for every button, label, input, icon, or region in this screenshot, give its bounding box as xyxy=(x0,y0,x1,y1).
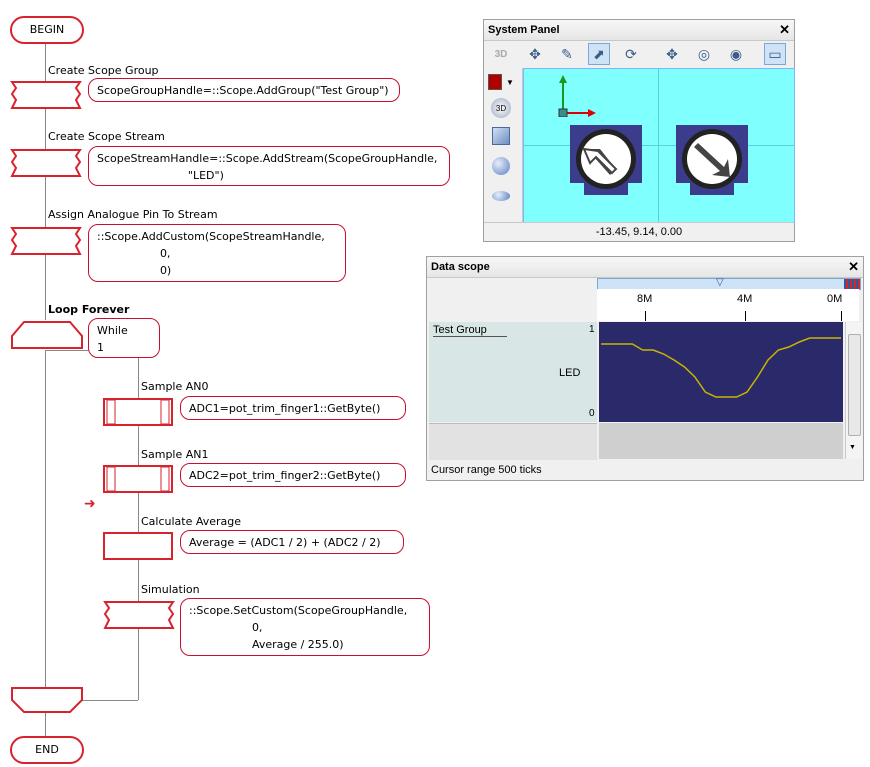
y-min-label: 0 xyxy=(589,408,595,419)
3d-view-button[interactable]: 3D xyxy=(488,96,514,120)
plot-background xyxy=(599,322,843,422)
tick-ruler: 8M 4M 0M xyxy=(597,289,859,321)
sphere-shape xyxy=(492,157,510,175)
calc-block[interactable] xyxy=(10,80,82,110)
panel-header: System Panel ✕ xyxy=(484,20,794,41)
calc-block[interactable] xyxy=(103,532,173,560)
orbit-icon[interactable]: ◎ xyxy=(697,45,711,62)
loop-block[interactable] xyxy=(10,320,84,350)
system-panel: System Panel ✕ 3D ✥ ✎ ⬈ ⟳ ✥ ◎ ◉ ▭ ▼ 3D xyxy=(483,19,795,242)
step-label: Sample AN0 xyxy=(141,380,209,393)
coordinates-readout: -13.45, 9.14, 0.00 xyxy=(484,222,794,242)
panel-header: Data scope ✕ xyxy=(427,257,863,278)
tick-mark xyxy=(841,311,842,321)
component-macro-block[interactable] xyxy=(103,398,173,426)
timeline-end-marker xyxy=(844,279,860,289)
y-max-label: 1 xyxy=(589,324,595,335)
code-bubble: ScopeGroupHandle=::Scope.AddGroup("Test … xyxy=(88,78,400,102)
code-bubble: ADC1=pot_trim_finger1::GetByte() xyxy=(180,396,406,420)
series-line-led xyxy=(601,337,841,398)
code-bubble: Average = (ADC1 / 2) + (ADC2 / 2) xyxy=(180,530,404,554)
cursor-marker-icon[interactable]: ▽ xyxy=(716,277,724,288)
knob-icon xyxy=(676,129,748,195)
side-toolbar: ▼ 3D xyxy=(484,68,523,222)
close-icon[interactable]: ✕ xyxy=(848,259,859,274)
vertical-scrollbar[interactable]: ▼ xyxy=(845,322,862,459)
tick-label: 0M xyxy=(827,293,843,305)
camera-icon[interactable]: ◉ xyxy=(729,45,743,62)
end-label: END xyxy=(35,743,59,756)
chevron-down-icon: ▼ xyxy=(506,77,514,87)
empty-plot-row xyxy=(599,423,843,459)
step-label: Calculate Average xyxy=(141,515,242,528)
empty-row xyxy=(429,423,597,460)
step-label: Create Scope Stream xyxy=(48,130,165,143)
trim-pot-1[interactable] xyxy=(570,125,642,195)
toolbar: 3D ✥ ✎ ⬈ ⟳ ✥ ◎ ◉ ▭ xyxy=(484,41,794,67)
code-bubble: ::Scope.SetCustom(ScopeGroupHandle, 0, A… xyxy=(180,598,430,656)
sphere-3d-icon: 3D xyxy=(491,98,511,118)
arrow-right-icon: ➜ xyxy=(84,496,96,512)
scroll-down-icon[interactable]: ▼ xyxy=(849,444,856,451)
select-icon[interactable]: ⬈ xyxy=(588,43,610,65)
code-bubble: ::Scope.AddCustom(ScopeStreamHandle, 0, … xyxy=(88,224,346,282)
loop-label: Loop Forever xyxy=(48,303,130,316)
close-icon[interactable]: ✕ xyxy=(779,22,790,37)
group-label-area: Test Group LED 1 0 xyxy=(429,322,597,422)
color-swatch[interactable]: ▼ xyxy=(488,70,514,94)
stream-name[interactable]: LED xyxy=(559,367,581,379)
calc-block[interactable] xyxy=(10,226,82,256)
tick-mark xyxy=(745,311,746,321)
loop-connector xyxy=(138,350,139,700)
grid-line xyxy=(524,145,794,146)
data-scope-panel: Data scope ✕ ▽ 8M 4M 0M Test Group LED 1… xyxy=(426,256,864,481)
ellipse-icon[interactable] xyxy=(488,184,514,208)
scope-plot[interactable] xyxy=(599,322,843,422)
step-label: Assign Analogue Pin To Stream xyxy=(48,208,218,221)
flow-connector xyxy=(45,712,46,736)
step-label: Sample AN1 xyxy=(141,448,209,461)
panel-title: System Panel xyxy=(488,24,560,36)
sphere-icon[interactable] xyxy=(488,154,514,178)
axis-gizmo-icon xyxy=(558,75,596,117)
rotate-icon[interactable]: ⟳ xyxy=(625,45,637,62)
tick-label: 8M xyxy=(637,293,653,305)
trim-pot-2[interactable] xyxy=(676,125,748,195)
tick-label: 4M xyxy=(737,293,753,305)
panel-title: Data scope xyxy=(431,261,490,273)
tick-mark xyxy=(645,311,646,321)
scrollbar-thumb[interactable] xyxy=(848,334,861,436)
3d-toggle-button[interactable]: 3D xyxy=(494,48,508,60)
step-label: Create Scope Group xyxy=(48,64,159,77)
component-macro-block[interactable] xyxy=(103,465,173,493)
move-icon[interactable]: ✥ xyxy=(529,45,541,62)
code-bubble: ADC2=pot_trim_finger2::GetByte() xyxy=(180,463,406,487)
calc-block[interactable] xyxy=(103,600,175,630)
begin-terminal[interactable]: BEGIN xyxy=(10,16,84,44)
loop-end-block[interactable] xyxy=(10,686,84,714)
view-icon[interactable]: ▭ xyxy=(764,43,786,65)
cube-icon[interactable] xyxy=(488,124,514,148)
pencil-icon[interactable]: ✎ xyxy=(561,45,573,62)
calc-block[interactable] xyxy=(10,148,82,178)
3d-viewport[interactable] xyxy=(523,68,795,223)
pan-icon[interactable]: ✥ xyxy=(666,45,678,62)
loop-connector xyxy=(80,700,138,701)
flow-connector xyxy=(45,350,46,690)
knob-icon xyxy=(570,129,642,195)
status-text: Cursor range 500 ticks xyxy=(431,464,542,476)
flow-connector xyxy=(45,40,46,320)
group-name[interactable]: Test Group xyxy=(433,324,507,337)
step-label: Simulation xyxy=(141,583,200,596)
code-bubble: While 1 xyxy=(88,318,160,358)
code-bubble: ScopeStreamHandle=::Scope.AddStream(Scop… xyxy=(88,146,450,186)
cube-shape xyxy=(492,127,510,145)
end-terminal[interactable]: END xyxy=(10,736,84,764)
ellipse-shape xyxy=(492,191,510,201)
begin-label: BEGIN xyxy=(29,23,65,36)
swatch-color xyxy=(488,74,503,90)
